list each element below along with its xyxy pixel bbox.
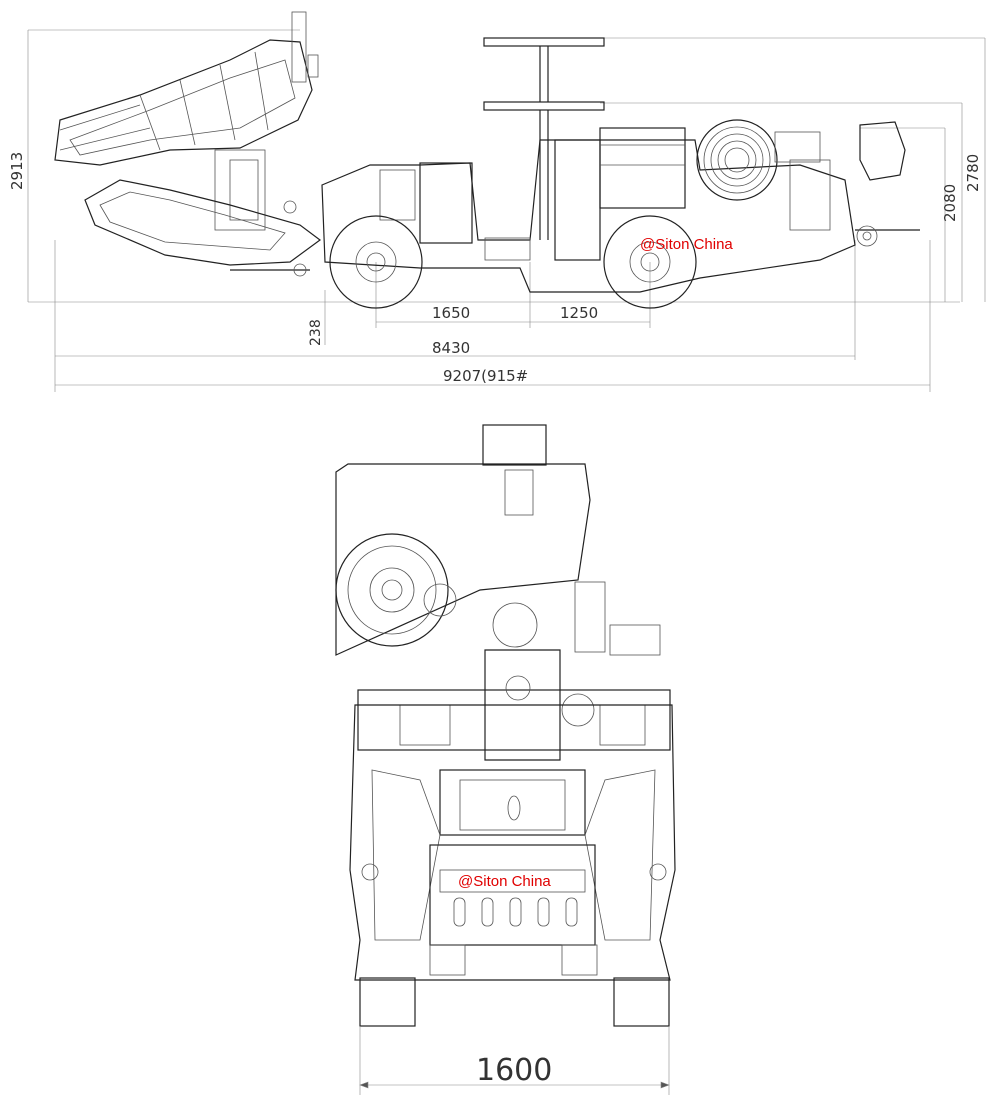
front-lower-frame [349,704,676,981]
front-upper [335,424,661,656]
front-lights [453,897,578,927]
dim-ground-clearance: 238 [308,319,324,346]
rear-wheel [603,215,697,309]
dim-wheel-front-mid: 1650 [432,304,470,322]
operator-seat [774,121,920,247]
side-view: 2913 2780 2080 238 1650 1250 8430 9207(9… [8,11,986,392]
front-left-wheel [359,977,416,1027]
chassis [321,127,856,293]
front-view: 1600 @Siton China [335,424,676,1095]
front-middle [357,649,671,836]
front-wheel [329,215,423,309]
side-dimension-lines [27,29,986,392]
dim-wheel-mid-rear: 1250 [560,304,598,322]
dim-height-canopy: 2780 [964,154,982,192]
dim-height-overall: 2913 [8,152,26,190]
dim-length-body: 8430 [432,339,470,357]
drill-boom [54,11,322,277]
front-watermark: @Siton China [458,873,551,890]
dim-length-overall: 9207(915# [443,367,528,385]
canopy [483,37,605,240]
cable-reel [696,119,778,201]
track-dimension-lines [359,1026,670,1095]
dim-height-body: 2080 [941,184,959,222]
front-right-wheel [613,977,670,1027]
dim-track-width: 1600 [476,1053,552,1088]
side-watermark: @Siton China [640,236,733,253]
